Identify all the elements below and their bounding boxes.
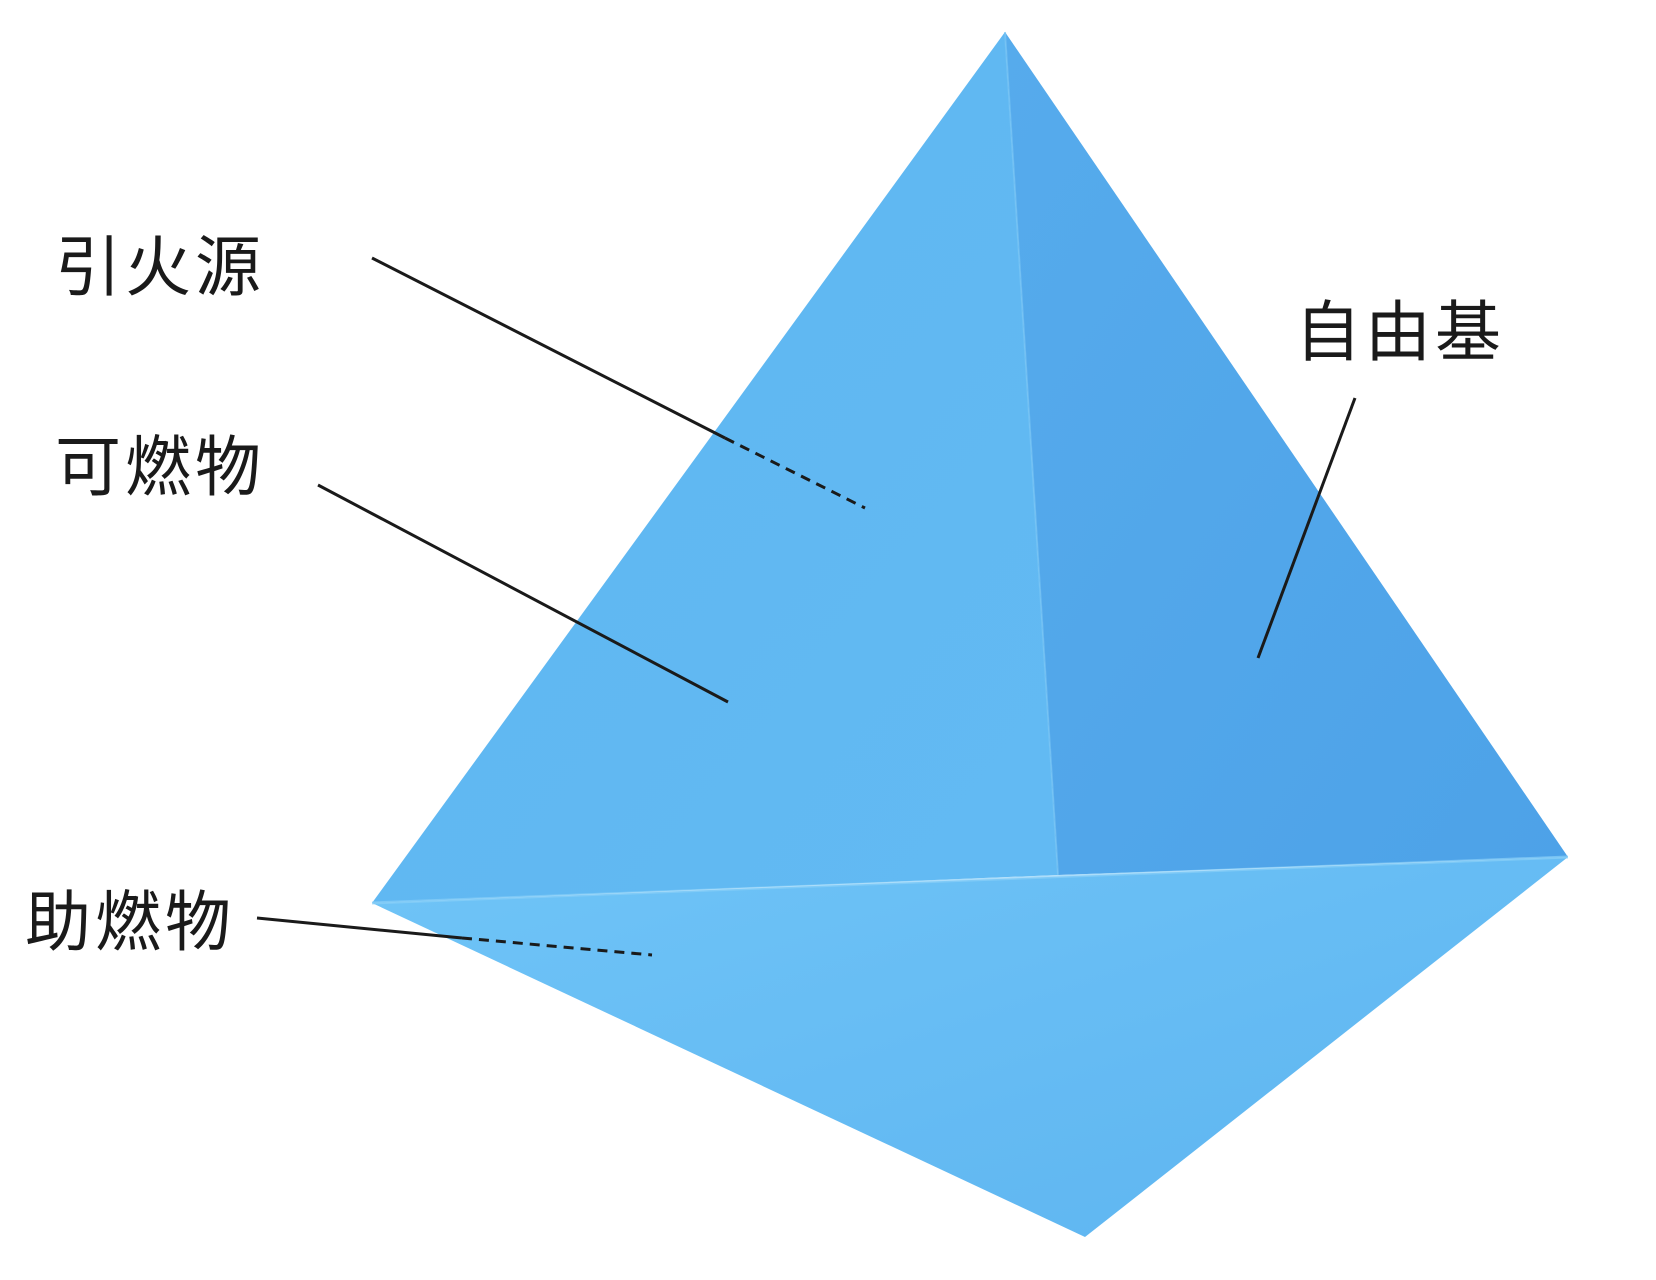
leader-combustible (317, 483, 729, 704)
tetrahedron-edge-front (1004, 31, 1059, 876)
leader-free-radical (1256, 397, 1357, 659)
tetrahedron-face-bottom (372, 857, 1568, 1237)
tetrahedron-edge-base (371, 855, 1569, 905)
tetrahedron-face-right (1005, 32, 1568, 875)
free-radical-label: 自由基 (1295, 294, 1505, 371)
combustible-label: 可燃物 (55, 429, 265, 506)
ignition-source-label: 引火源 (55, 229, 265, 306)
leader-oxidizer (256, 916, 653, 957)
leader-ignition-source (371, 256, 866, 510)
oxidizer-label: 助燃物 (25, 884, 235, 961)
tetrahedron-face-left (372, 32, 1058, 903)
